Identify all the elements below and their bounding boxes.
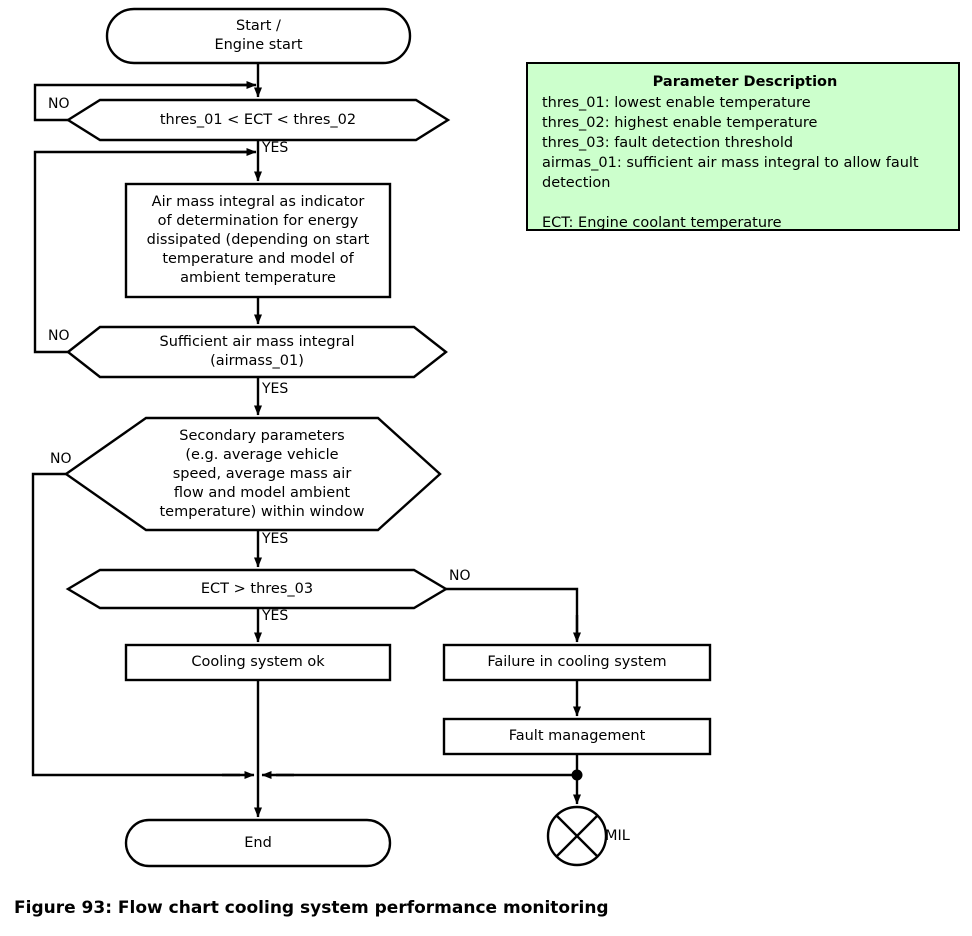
node-mil-shape	[546, 805, 608, 867]
edge-temp-no-loop	[33, 81, 257, 122]
node-end-shape	[124, 818, 392, 868]
edge-label-ect-yes: YES	[262, 608, 289, 624]
junction-dot	[571, 769, 583, 781]
legend-line-thres03: thres_03: fault detection threshold	[542, 135, 794, 151]
node-decision-air-mass-shape	[66, 325, 448, 379]
legend-line-airmas01-cont: detection	[542, 175, 611, 191]
node-mil-label: MIL	[605, 828, 630, 844]
legend-line-ect: ECT: Engine coolant temperature	[542, 215, 782, 231]
node-decision-ect-shape	[65, 568, 449, 610]
edge-label-secondary-yes: YES	[262, 531, 289, 547]
legend-line-thres02: thres_02: highest enable temperature	[542, 115, 818, 131]
legend-line-thres01: thres_01: lowest enable temperature	[542, 95, 811, 111]
node-process-fault-mgmt-shape	[442, 717, 712, 756]
figure-caption: Figure 93: Flow chart cooling system per…	[14, 898, 609, 918]
node-process-air-mass-shape	[124, 182, 392, 299]
edge-label-airmass-yes: YES	[262, 381, 289, 397]
edge-label-airmass-no: NO	[48, 328, 70, 344]
legend-spacer	[542, 193, 948, 213]
node-start-shape	[105, 7, 412, 65]
legend-title: Parameter Description	[652, 74, 838, 90]
node-process-cooling-ok-shape	[124, 643, 392, 682]
edge-label-ect-no: NO	[449, 568, 471, 584]
edge-label-secondary-no: NO	[50, 451, 72, 467]
edge-ect-no	[446, 587, 579, 640]
parameter-description-box: Parameter Description thres_01: lowest e…	[526, 62, 960, 231]
legend-line-airmas01: airmas_01: sufficient air mass integral …	[542, 155, 919, 171]
edge-label-temp-no: NO	[48, 96, 70, 112]
node-decision-secondary-shape	[63, 416, 442, 532]
edge-secondary-no-loop	[31, 472, 240, 777]
edge-label-temp-yes: YES	[262, 140, 289, 156]
node-process-failure-shape	[442, 643, 712, 682]
node-decision-temp-window-shape	[65, 98, 451, 142]
edge-airmass-no-loop	[33, 148, 257, 354]
